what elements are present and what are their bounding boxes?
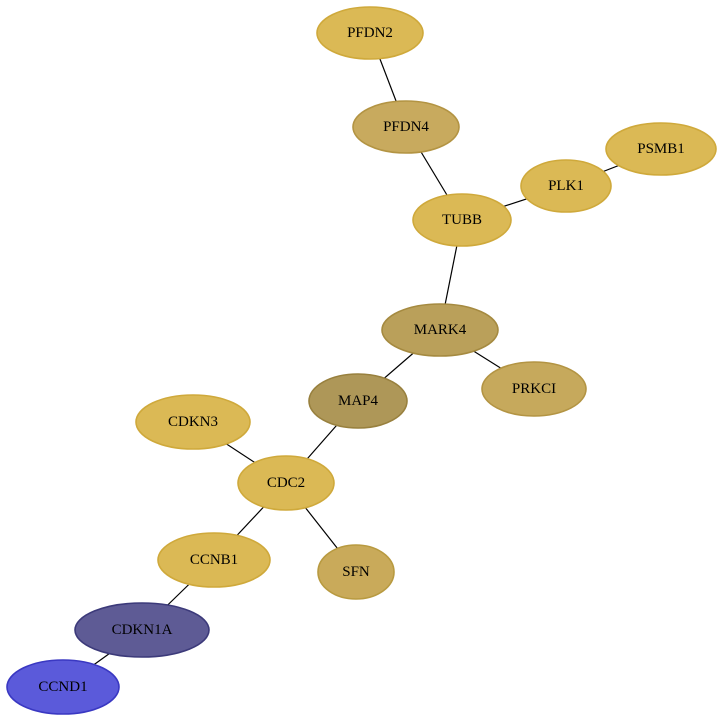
- node-label-map4: MAP4: [338, 393, 379, 409]
- node-label-sfn: SFN: [342, 564, 370, 580]
- node-cdkn3[interactable]: CDKN3: [135, 394, 251, 450]
- node-ellipse-cdc2[interactable]: [237, 455, 335, 511]
- node-ellipse-map4[interactable]: [308, 373, 408, 429]
- node-label-cdkn1a: CDKN1A: [112, 622, 173, 638]
- node-cdkn1a[interactable]: CDKN1A: [74, 602, 210, 658]
- node-label-plk1: PLK1: [548, 178, 584, 194]
- node-label-cdkn3: CDKN3: [168, 414, 218, 430]
- node-ellipse-pfdn4[interactable]: [352, 100, 460, 154]
- node-label-ccnd1: CCND1: [38, 679, 87, 695]
- node-label-cdc2: CDC2: [267, 475, 305, 491]
- node-tubb[interactable]: TUBB: [412, 193, 512, 247]
- node-cdc2[interactable]: CDC2: [237, 455, 335, 511]
- node-label-tubb: TUBB: [442, 212, 482, 228]
- node-ellipse-ccnd1[interactable]: [6, 659, 120, 715]
- node-ellipse-prkci[interactable]: [481, 361, 587, 417]
- node-label-pfdn2: PFDN2: [347, 25, 393, 41]
- node-pfdn2[interactable]: PFDN2: [316, 6, 424, 60]
- node-ellipse-ccnb1[interactable]: [157, 532, 271, 588]
- node-ellipse-pfdn2[interactable]: [316, 6, 424, 60]
- node-ellipse-tubb[interactable]: [412, 193, 512, 247]
- node-ellipse-sfn[interactable]: [317, 544, 395, 600]
- node-psmb1[interactable]: PSMB1: [605, 122, 717, 176]
- node-ccnb1[interactable]: CCNB1: [157, 532, 271, 588]
- node-label-pfdn4: PFDN4: [383, 119, 429, 135]
- node-ellipse-plk1[interactable]: [520, 159, 612, 213]
- node-label-psmb1: PSMB1: [637, 141, 685, 157]
- node-plk1[interactable]: PLK1: [520, 159, 612, 213]
- node-label-mark4: MARK4: [414, 322, 467, 338]
- node-label-ccnb1: CCNB1: [190, 552, 238, 568]
- node-label-prkci: PRKCI: [512, 381, 556, 397]
- node-pfdn4[interactable]: PFDN4: [352, 100, 460, 154]
- node-ellipse-mark4[interactable]: [381, 303, 499, 357]
- node-map4[interactable]: MAP4: [308, 373, 408, 429]
- node-sfn[interactable]: SFN: [317, 544, 395, 600]
- node-ellipse-psmb1[interactable]: [605, 122, 717, 176]
- node-ccnd1[interactable]: CCND1: [6, 659, 120, 715]
- node-mark4[interactable]: MARK4: [381, 303, 499, 357]
- node-ellipse-cdkn1a[interactable]: [74, 602, 210, 658]
- node-prkci[interactable]: PRKCI: [481, 361, 587, 417]
- node-ellipse-cdkn3[interactable]: [135, 394, 251, 450]
